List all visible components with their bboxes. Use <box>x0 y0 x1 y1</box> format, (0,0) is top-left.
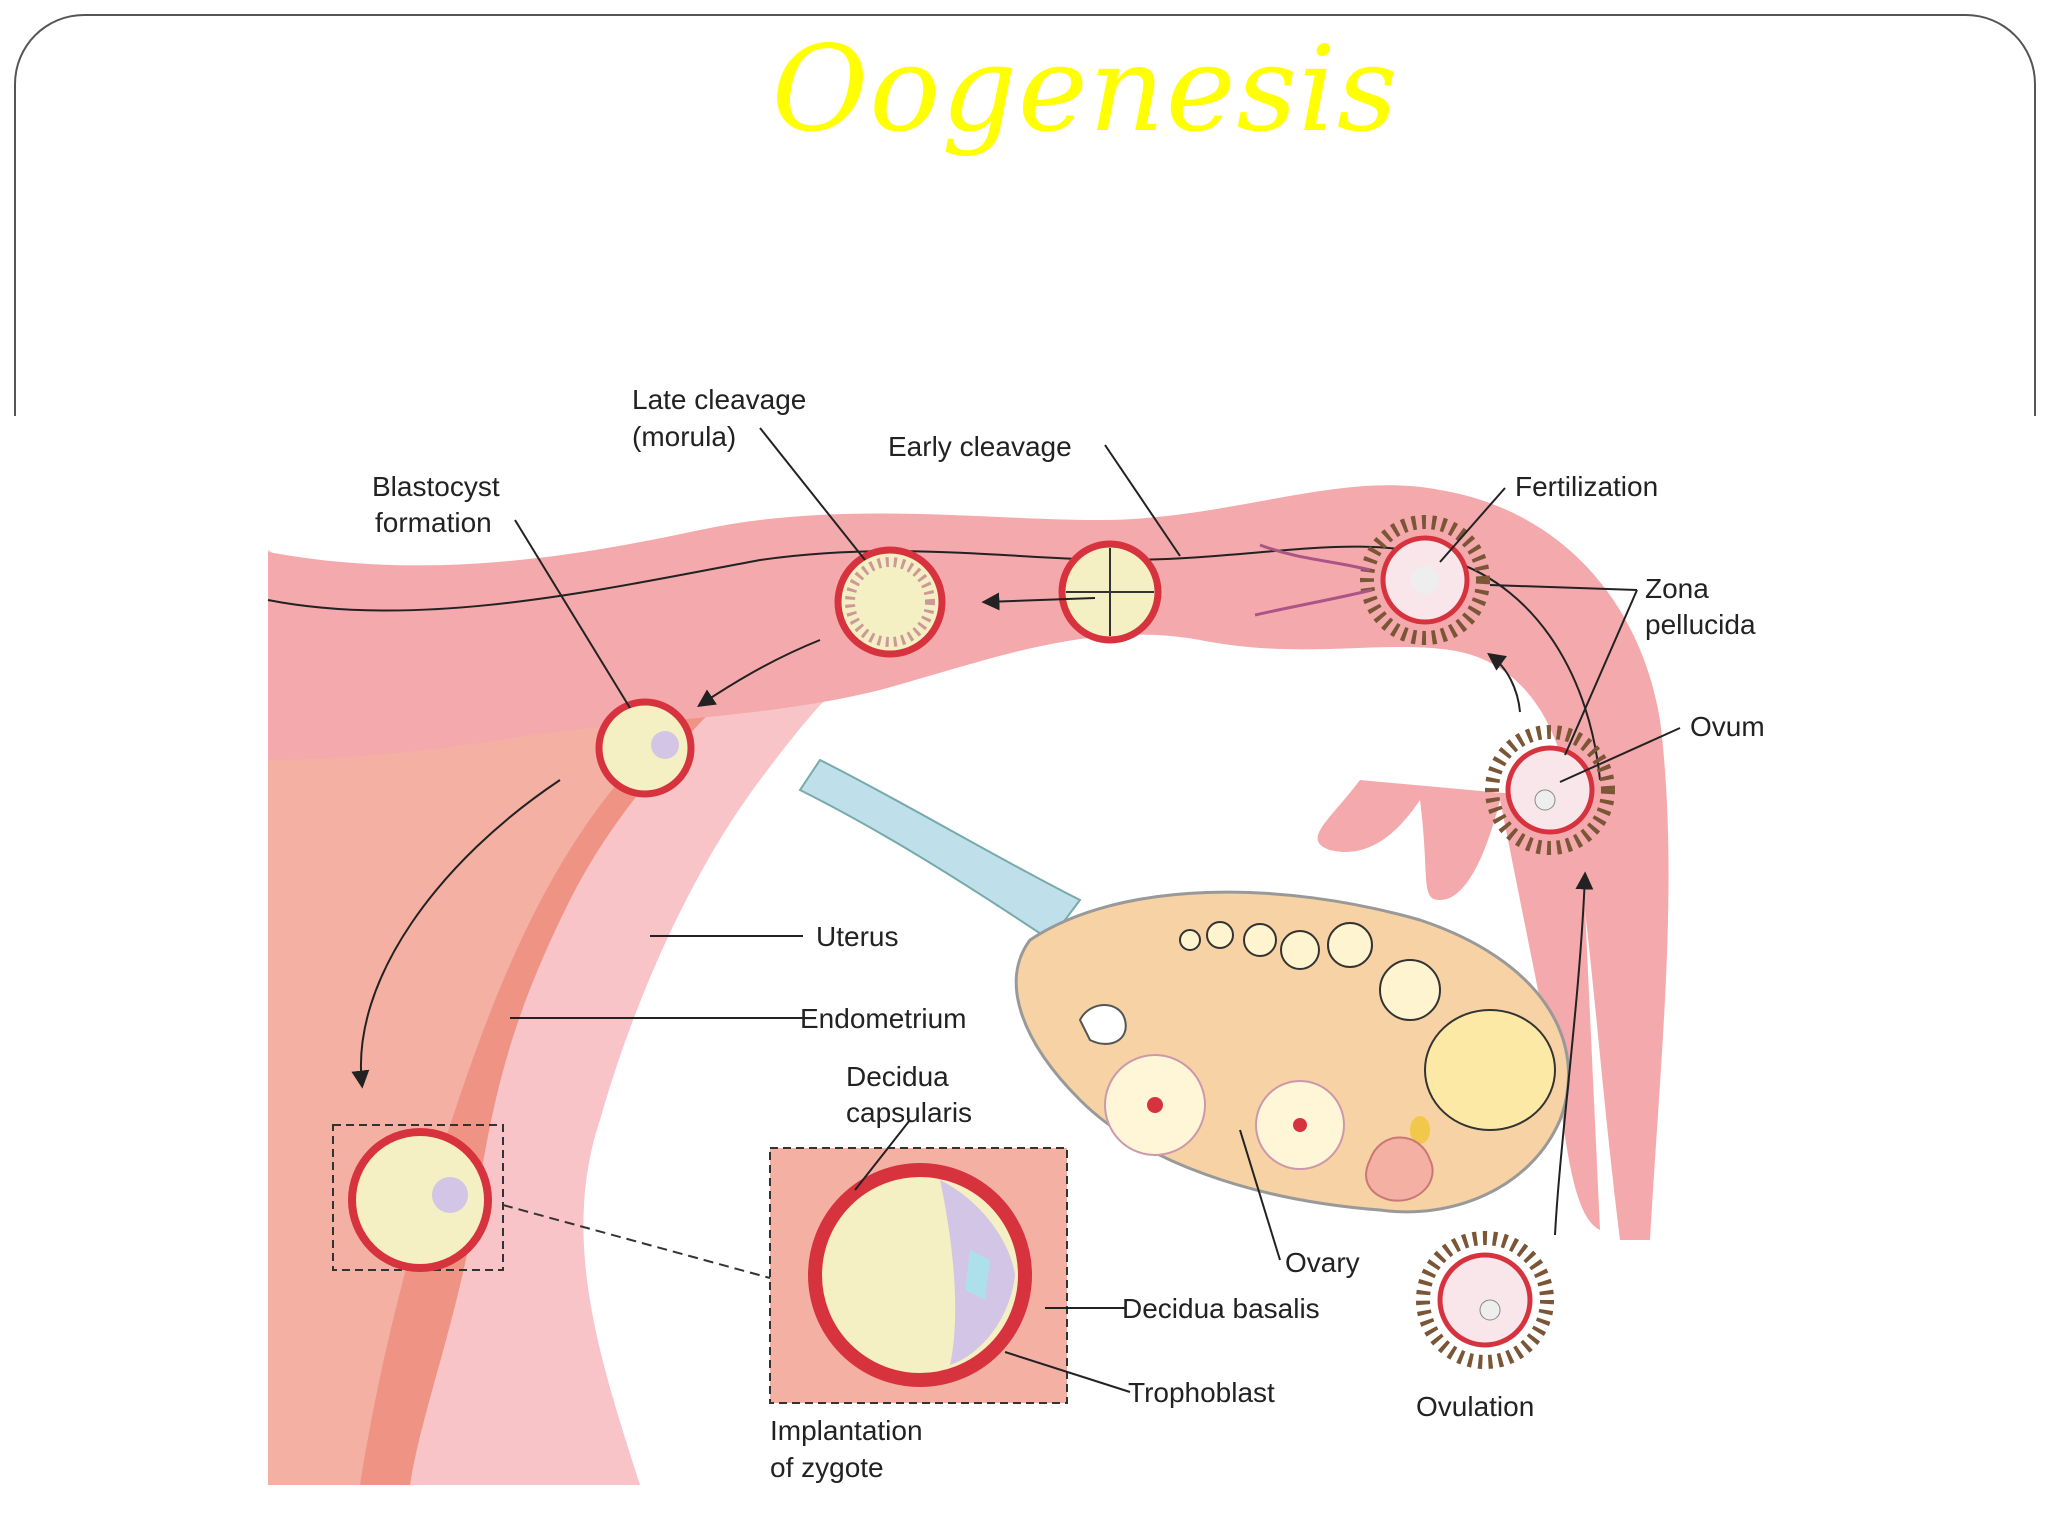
label-ovum: Ovum <box>1690 711 1765 742</box>
ovarian-ligament <box>798 758 1082 942</box>
label-early-cleavage: Early cleavage <box>888 431 1072 462</box>
zoom-connector <box>502 1204 771 1279</box>
fallopian-tube <box>268 485 1669 1240</box>
ovulation-cell <box>1416 1231 1554 1369</box>
blastocyst-cell <box>595 698 695 798</box>
uterine-cavity <box>268 520 900 1485</box>
fimbriae <box>1317 780 1600 1230</box>
label-late-cleavage: Late cleavage (morula) <box>632 384 814 452</box>
label-implantation: Implantation of zygote <box>770 1415 930 1483</box>
label-zona-pellucida: Zona pellucida <box>1645 573 1756 640</box>
label-ovary: Ovary <box>1285 1247 1360 1278</box>
ovum-cell <box>1485 725 1615 855</box>
fertilization-cell <box>1254 515 1490 645</box>
implantation-inset <box>769 1147 1068 1404</box>
morula-cell <box>834 546 946 658</box>
slide-title: Oogenesis <box>771 20 1399 158</box>
label-decidua-capsularis: Decidua capsularis <box>846 1061 972 1128</box>
leader-lines <box>510 427 1681 1393</box>
label-ovulation: Ovulation <box>1416 1391 1534 1422</box>
label-uterus: Uterus <box>816 921 898 952</box>
label-decidua-basalis: Decidua basalis <box>1122 1293 1320 1324</box>
slide-frame <box>14 14 2036 416</box>
label-fertilization: Fertilization <box>1515 471 1658 502</box>
ovary <box>1014 890 1570 1214</box>
implantation-site <box>332 1124 504 1272</box>
label-trophoblast: Trophoblast <box>1128 1377 1275 1408</box>
movement-arrows <box>351 592 1594 1236</box>
early-cleavage-cell <box>1058 540 1162 644</box>
label-blastocyst: Blastocyst formation <box>372 471 507 538</box>
label-endometrium: Endometrium <box>800 1003 967 1034</box>
